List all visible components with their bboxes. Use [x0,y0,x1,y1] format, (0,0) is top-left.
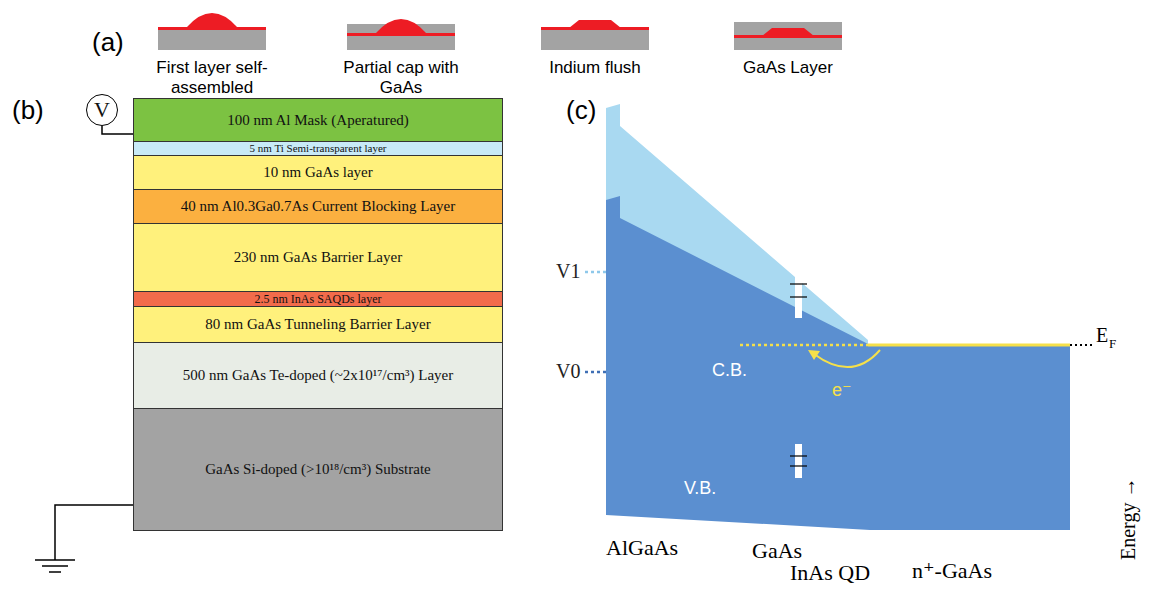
fermi-subscript: F [1109,337,1116,352]
axis-label: Energy → [1118,478,1138,560]
ti-layer: 5 nm Ti Semi-transparent layer [133,142,503,156]
panel-letter: (a) [92,28,124,58]
layer-label: 2.5 nm InAs SAQDs layer [255,293,382,305]
layer-label: GaAs Si-doped (>10¹⁸/cm³) Substrate [205,462,431,477]
layer-label: 80 nm GaAs Tunneling Barrier Layer [205,317,430,332]
growth-step-icons [158,13,842,50]
gaas-barrier-layer: 230 nm GaAs Barrier Layer [133,224,503,292]
al-mask-layer: 100 nm Al Mask (Aperatured) [133,98,503,142]
fermi-label: E [1096,324,1108,347]
bias-label: V1 [556,260,580,283]
bias-label: V0 [556,360,580,383]
band-label: V.B. [684,478,716,499]
material-label: n⁺-GaAs [912,558,992,583]
layer-label: 100 nm Al Mask (Aperatured) [227,113,409,128]
material-label: InAs QD [790,560,870,585]
band-diagram [585,104,1092,530]
substrate-layer: GaAs Si-doped (>10¹⁸/cm³) Substrate [133,409,503,531]
tunneling-barrier-layer: 80 nm GaAs Tunneling Barrier Layer [133,307,503,343]
source-label: V [94,99,110,121]
layer-label: 500 nm GaAs Te-doped (~2x10¹⁷/cm³) Layer [183,368,454,383]
electron-label: e⁻ [832,380,852,401]
step-caption: First layer self-assembled [142,58,282,97]
voltage-source: V [86,94,118,126]
layer-label: 40 nm Al0.3Ga0.7As Current Blocking Laye… [181,199,456,214]
quantum-dot-layer: 2.5 nm InAs SAQDs layer [133,292,503,307]
step-caption: Indium flush [515,58,675,78]
wire [102,126,133,134]
material-label: GaAs [752,538,802,563]
panel-letter: (b) [12,96,44,126]
layer-label: 5 nm Ti Semi-transparent layer [250,143,387,154]
panel-letter: (c) [566,96,596,126]
step-caption: GaAs Layer [708,58,868,78]
step-caption: Partial cap with GaAs [341,58,461,97]
material-label: AlGaAs [606,535,678,560]
layer-label: 230 nm GaAs Barrier Layer [234,250,402,265]
te-doped-layer: 500 nm GaAs Te-doped (~2x10¹⁷/cm³) Layer [133,343,503,409]
gaas-cap-layer: 10 nm GaAs layer [133,156,503,190]
band-label: C.B. [712,360,747,381]
ground-wire [35,505,133,572]
algaas-blocking-layer: 40 nm Al0.3Ga0.7As Current Blocking Laye… [133,190,503,224]
layer-label: 10 nm GaAs layer [263,165,373,180]
